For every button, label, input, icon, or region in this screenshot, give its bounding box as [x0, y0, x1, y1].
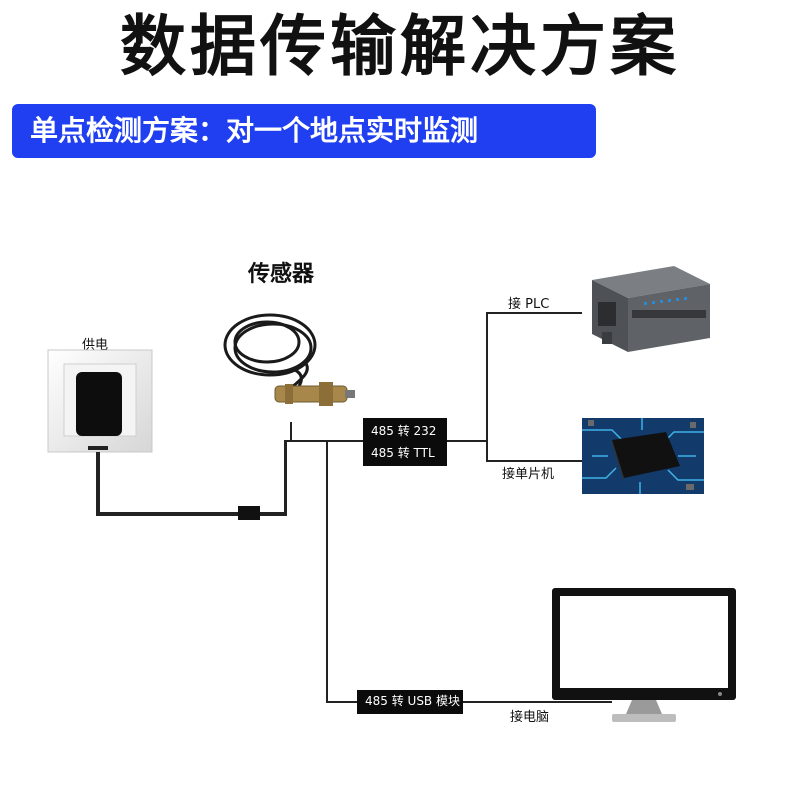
converter-to-split	[446, 440, 486, 442]
mcu-wire	[486, 460, 582, 462]
power-adapter-icon	[47, 349, 153, 453]
mcu-label: 接单片机	[502, 467, 555, 482]
microcontroller-chip-icon	[582, 418, 704, 494]
split-vertical	[486, 312, 488, 462]
converter-232-label: 485 转 232	[371, 424, 437, 438]
scheme-banner: 单点检测方案：对一个地点实时监测	[12, 104, 596, 158]
monitor-icon	[552, 588, 736, 722]
converter-ttl-label: 485 转 TTL	[371, 446, 435, 460]
pc-label: 接电脑	[510, 710, 550, 725]
sensor-probe-icon	[223, 313, 355, 406]
power-cable	[96, 452, 100, 514]
plc-label: 接 PLC	[508, 297, 550, 312]
inline-connector	[238, 506, 260, 520]
plc-wire	[486, 312, 582, 314]
usb-to-pc-wire	[462, 701, 612, 703]
sensor-lead	[290, 422, 292, 442]
bus-to-usb	[326, 701, 358, 703]
power-cable-riser	[284, 440, 287, 516]
rs485-ttl-converter: 485 转 232 485 转 TTL	[363, 418, 447, 466]
usb-converter-module: 485 转 USB 模块	[357, 690, 463, 714]
plc-module-icon	[592, 266, 710, 352]
sensor-label: 传感器	[248, 262, 315, 287]
bus-vertical-to-usb	[326, 440, 328, 702]
bus-horizontal	[284, 440, 364, 442]
page-title: 数据传输解决方案	[120, 8, 680, 85]
power-cable-horizontal	[96, 512, 286, 516]
power-label: 供电	[82, 338, 109, 353]
